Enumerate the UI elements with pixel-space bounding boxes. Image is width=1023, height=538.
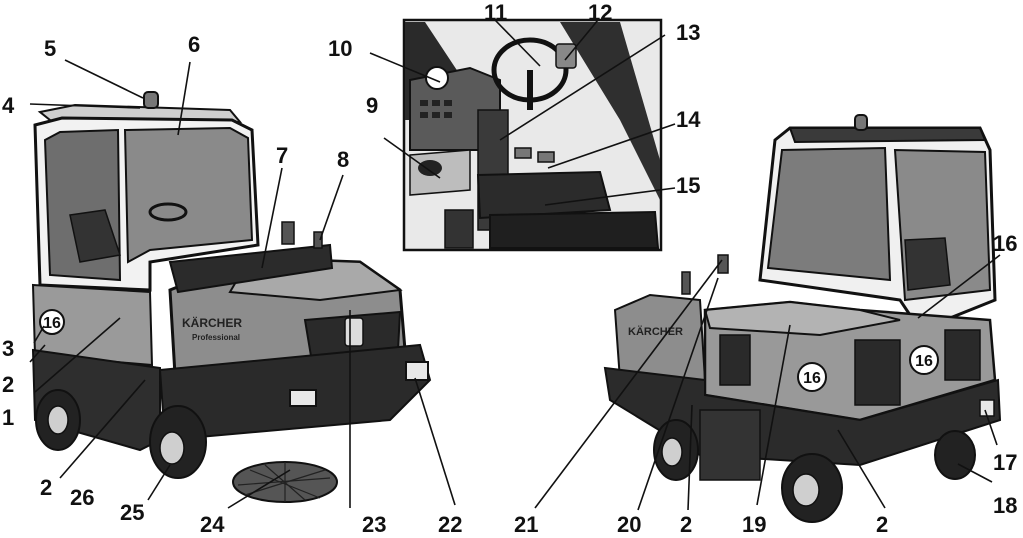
callout-24: 24 (200, 512, 225, 537)
callout-5: 5 (44, 36, 56, 61)
callout-4: 4 (2, 93, 15, 118)
callout-7: 7 (276, 143, 288, 168)
callout-10: 10 (328, 36, 352, 61)
callout-18: 18 (993, 493, 1017, 518)
callout-13: 13 (676, 20, 700, 45)
right-brand: KÄRCHER (628, 325, 683, 338)
right-badge-16b: 16 (915, 353, 933, 370)
callout-20: 20 (617, 512, 641, 537)
callout-22: 22 (438, 512, 462, 537)
callout-2-d: 2 (876, 512, 888, 537)
callout-21: 21 (514, 512, 538, 537)
left-machine: 16 KÄRCHER Professional (31, 91, 432, 503)
callout-8: 8 (337, 147, 349, 172)
callout-2-a: 2 (2, 372, 14, 397)
callout-12: 12 (588, 0, 612, 25)
callout-23: 23 (362, 512, 386, 537)
callout-2-c: 2 (40, 475, 52, 500)
callout-3: 3 (2, 336, 14, 361)
right-grilles (719, 329, 981, 406)
callout-14: 14 (676, 107, 701, 132)
callout-16: 16 (993, 231, 1017, 256)
callout-15: 15 (676, 173, 700, 198)
leader-lines (29, 19, 1001, 511)
callout-17: 17 (993, 450, 1017, 475)
left-brand: KÄRCHER (182, 315, 242, 330)
callout-6: 6 (188, 32, 200, 57)
callout-9: 9 (366, 93, 378, 118)
callout-2-b: 2 (680, 512, 692, 537)
left-badge-16: 16 (43, 315, 61, 332)
callout-19: 19 (742, 512, 766, 537)
right-badge-16a: 16 (803, 370, 821, 387)
left-brand-sub: Professional (192, 333, 240, 342)
callout-11: 11 (484, 0, 507, 25)
inset-cabin-view (402, 18, 663, 252)
callout-26: 26 (70, 485, 94, 510)
callout-25: 25 (120, 500, 144, 525)
callout-1: 1 (2, 405, 14, 430)
right-machine: KÄRCHER 16 16 (603, 114, 1002, 523)
